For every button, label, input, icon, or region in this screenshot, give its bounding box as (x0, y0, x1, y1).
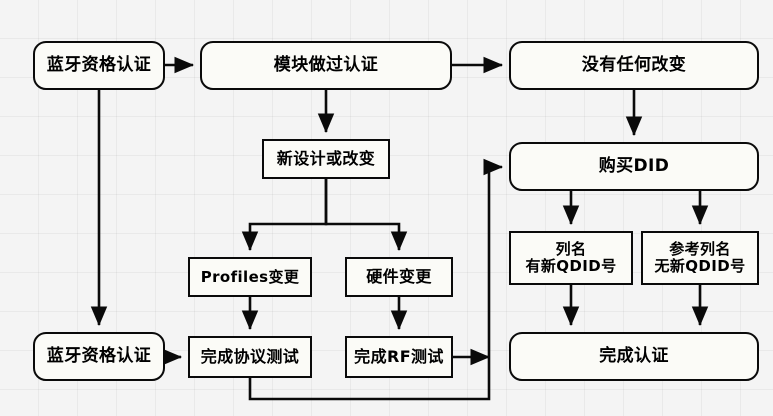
node-hardware-change[interactable]: 硬件变更 (345, 257, 453, 297)
node-rf-test[interactable]: 完成RF测试 (345, 336, 453, 378)
node-ref-no-new-qdid[interactable]: 参考列名 无新QDID号 (641, 231, 759, 285)
node-buy-did-label: 购买DID (598, 155, 670, 176)
node-protocol-test[interactable]: 完成协议测试 (188, 336, 312, 378)
node-cert-complete[interactable]: 完成认证 (509, 332, 759, 381)
node-no-change[interactable]: 没有任何改变 (509, 41, 759, 90)
node-new-design[interactable]: 新设计或改变 (262, 139, 390, 179)
node-bt-qual-bottom-label: 蓝牙资格认证 (46, 345, 152, 366)
node-bt-qual-bottom[interactable]: 蓝牙资格认证 (33, 332, 165, 381)
node-listed-new-qdid-label: 列名 有新QDID号 (525, 240, 617, 275)
node-profiles-change[interactable]: Profiles变更 (188, 257, 312, 297)
node-profiles-change-label: Profiles变更 (200, 267, 300, 286)
node-bt-qual-top[interactable]: 蓝牙资格认证 (33, 41, 165, 90)
node-module-certified-label: 模块做过认证 (273, 54, 379, 75)
node-new-design-label: 新设计或改变 (276, 149, 376, 169)
node-ref-no-new-qdid-label: 参考列名 无新QDID号 (654, 240, 746, 275)
edge-new-design-to-profiles-change (241, 179, 328, 252)
node-hardware-change-label: 硬件变更 (366, 267, 432, 287)
node-module-certified[interactable]: 模块做过认证 (200, 41, 452, 90)
node-listed-new-qdid[interactable]: 列名 有新QDID号 (509, 231, 633, 285)
node-rf-test-label: 完成RF测试 (354, 347, 444, 367)
node-protocol-test-label: 完成协议测试 (200, 347, 300, 367)
edge-new-design-to-hardware-change (324, 179, 408, 252)
node-cert-complete-label: 完成认证 (599, 345, 669, 366)
node-buy-did[interactable]: 购买DID (509, 142, 759, 191)
node-no-change-label: 没有任何改变 (581, 54, 687, 75)
node-bt-qual-top-label: 蓝牙资格认证 (46, 54, 152, 75)
